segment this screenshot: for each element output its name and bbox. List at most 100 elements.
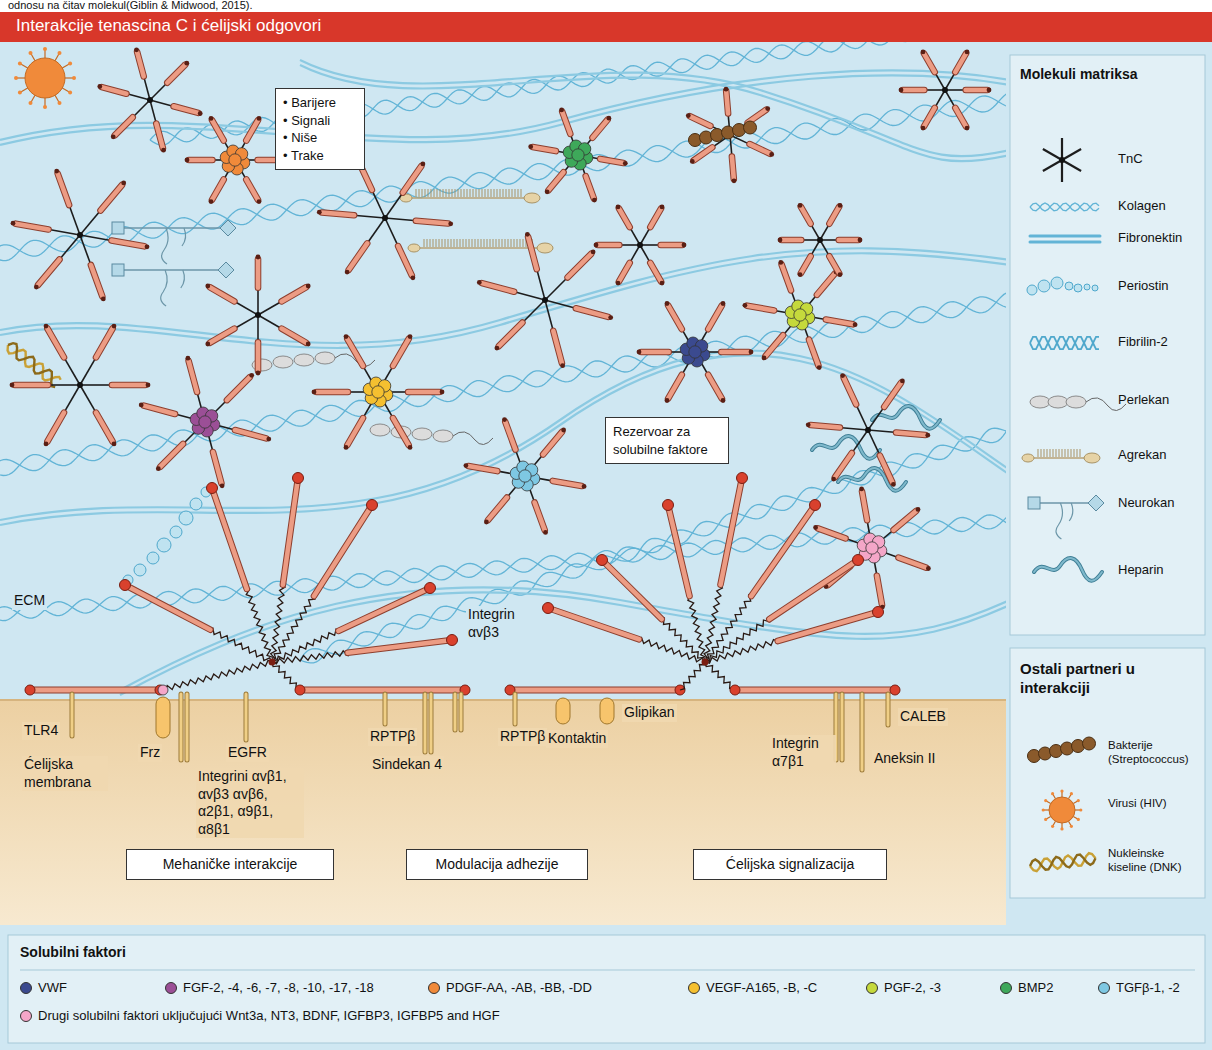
tnc-rod bbox=[548, 172, 563, 190]
tnc-rod-edge bbox=[468, 466, 497, 471]
tnc-rod-edge bbox=[966, 87, 988, 94]
receptor-stalk bbox=[460, 694, 463, 730]
tnc-rod-edge bbox=[553, 481, 582, 486]
tnc-rod-edge bbox=[839, 237, 859, 244]
tnc-knob bbox=[312, 390, 317, 395]
tnc-rod-edge bbox=[553, 331, 562, 363]
agrecan-chain bbox=[428, 189, 429, 197]
agrecan-chain bbox=[512, 189, 513, 197]
tnc-rod-edge bbox=[393, 339, 409, 366]
tnc-rod bbox=[924, 108, 935, 127]
neurocan-chain bbox=[1056, 503, 1062, 539]
tnc-core bbox=[147, 97, 153, 103]
tnc-knob bbox=[111, 134, 116, 139]
tnc-knob bbox=[686, 113, 691, 118]
tnc-rod-edge bbox=[955, 108, 966, 127]
tnc-rod-edge bbox=[235, 430, 266, 438]
tnc-knob bbox=[965, 50, 970, 55]
heparin-chain bbox=[812, 436, 880, 459]
virus-spike bbox=[18, 62, 22, 66]
virus-spike bbox=[44, 98, 45, 106]
part-label: Kontaktin bbox=[546, 730, 608, 748]
tnc-knob bbox=[411, 275, 416, 280]
panel-heading: Ostali partneri u interakciji bbox=[1020, 660, 1198, 698]
tnc-arm bbox=[258, 315, 280, 328]
dna-strand bbox=[1030, 855, 1096, 870]
fibronectin-fibre bbox=[300, 65, 1006, 161]
tnc-rod bbox=[174, 106, 199, 113]
legend-text: Kolagen bbox=[1118, 198, 1166, 214]
tnc-knob bbox=[185, 158, 190, 163]
agrecan-chain bbox=[472, 239, 473, 247]
tnc-rod-edge bbox=[765, 335, 783, 356]
agrecan-chain bbox=[461, 189, 462, 197]
tnc-core bbox=[1059, 157, 1065, 163]
tnc-rod-edge bbox=[314, 505, 372, 596]
virus-spike bbox=[72, 76, 76, 80]
tnc-rod-edge bbox=[210, 329, 235, 343]
tnc-arm bbox=[258, 302, 280, 315]
dna-strand bbox=[8, 343, 55, 387]
tnc-knob bbox=[831, 477, 836, 482]
tnc-rod-edge bbox=[735, 687, 895, 694]
tnc-rod-edge bbox=[747, 306, 774, 311]
agrecan-chain bbox=[493, 239, 494, 247]
agrecan-head bbox=[1084, 453, 1100, 463]
agrecan-chain bbox=[478, 239, 479, 247]
factor-ball bbox=[866, 542, 878, 554]
tnc-core bbox=[77, 232, 83, 238]
virus-spike bbox=[55, 54, 59, 61]
tnc-knob bbox=[778, 238, 783, 243]
tnc-rod bbox=[300, 688, 465, 693]
legend-text: VEGF-A165, -B, -C bbox=[706, 980, 817, 996]
tnc-knob bbox=[637, 350, 642, 355]
periostin-bead bbox=[1084, 284, 1090, 290]
tnc-arm bbox=[868, 408, 883, 430]
tnc-rod-edge bbox=[877, 576, 882, 605]
tnc-knob bbox=[440, 390, 445, 395]
receptor-stalk bbox=[841, 694, 844, 760]
fbg-knob bbox=[737, 473, 748, 484]
agrecan-chain bbox=[1056, 449, 1057, 457]
tnc-rod bbox=[398, 246, 412, 275]
tnc-rod-edge bbox=[598, 242, 620, 249]
fibrillin-sample bbox=[1030, 337, 1099, 349]
tnc-rod-edge bbox=[844, 378, 856, 405]
tnc-rod-edge bbox=[543, 432, 562, 455]
tnc-arm bbox=[1062, 160, 1081, 171]
tnc-arm bbox=[842, 428, 868, 430]
fibronectin-fibre bbox=[0, 75, 1006, 145]
tnc-rod bbox=[747, 306, 774, 311]
virus-spike bbox=[17, 77, 25, 78]
fibronectin-fibre bbox=[0, 350, 1006, 520]
tnc-knob bbox=[838, 203, 843, 208]
tnc-core bbox=[865, 427, 871, 433]
egf-repeats bbox=[272, 596, 315, 662]
tnc-knob bbox=[257, 199, 262, 204]
tnc-rod bbox=[650, 263, 661, 282]
tnc-rod-edge bbox=[255, 259, 262, 287]
part-label: TLR4 bbox=[22, 722, 60, 740]
tnc-arm bbox=[857, 406, 868, 430]
receptor-stalk bbox=[424, 694, 427, 752]
tnc-arm bbox=[236, 315, 258, 328]
tnc-core bbox=[942, 87, 948, 93]
tnc-rod-edge bbox=[668, 505, 690, 596]
virus-spike bbox=[1051, 792, 1054, 795]
legend-swatch bbox=[688, 982, 700, 994]
tnc-rod bbox=[246, 120, 258, 140]
tnc-arm bbox=[537, 271, 545, 300]
tnc-knob bbox=[495, 346, 500, 351]
tnc-rod bbox=[809, 340, 818, 366]
agrecan-chain bbox=[470, 189, 471, 197]
tnc-rod-edge bbox=[212, 120, 224, 140]
perlecan-domain bbox=[433, 430, 453, 442]
egf-repeats bbox=[688, 596, 707, 662]
tnc-knob bbox=[448, 221, 453, 226]
fbg-knob bbox=[873, 607, 884, 618]
tnc-knob bbox=[421, 162, 426, 167]
tnc-rod bbox=[600, 159, 623, 163]
tnc-rod bbox=[167, 65, 185, 83]
tnc-rod bbox=[212, 120, 224, 140]
tnc-rod-edge bbox=[668, 305, 682, 329]
